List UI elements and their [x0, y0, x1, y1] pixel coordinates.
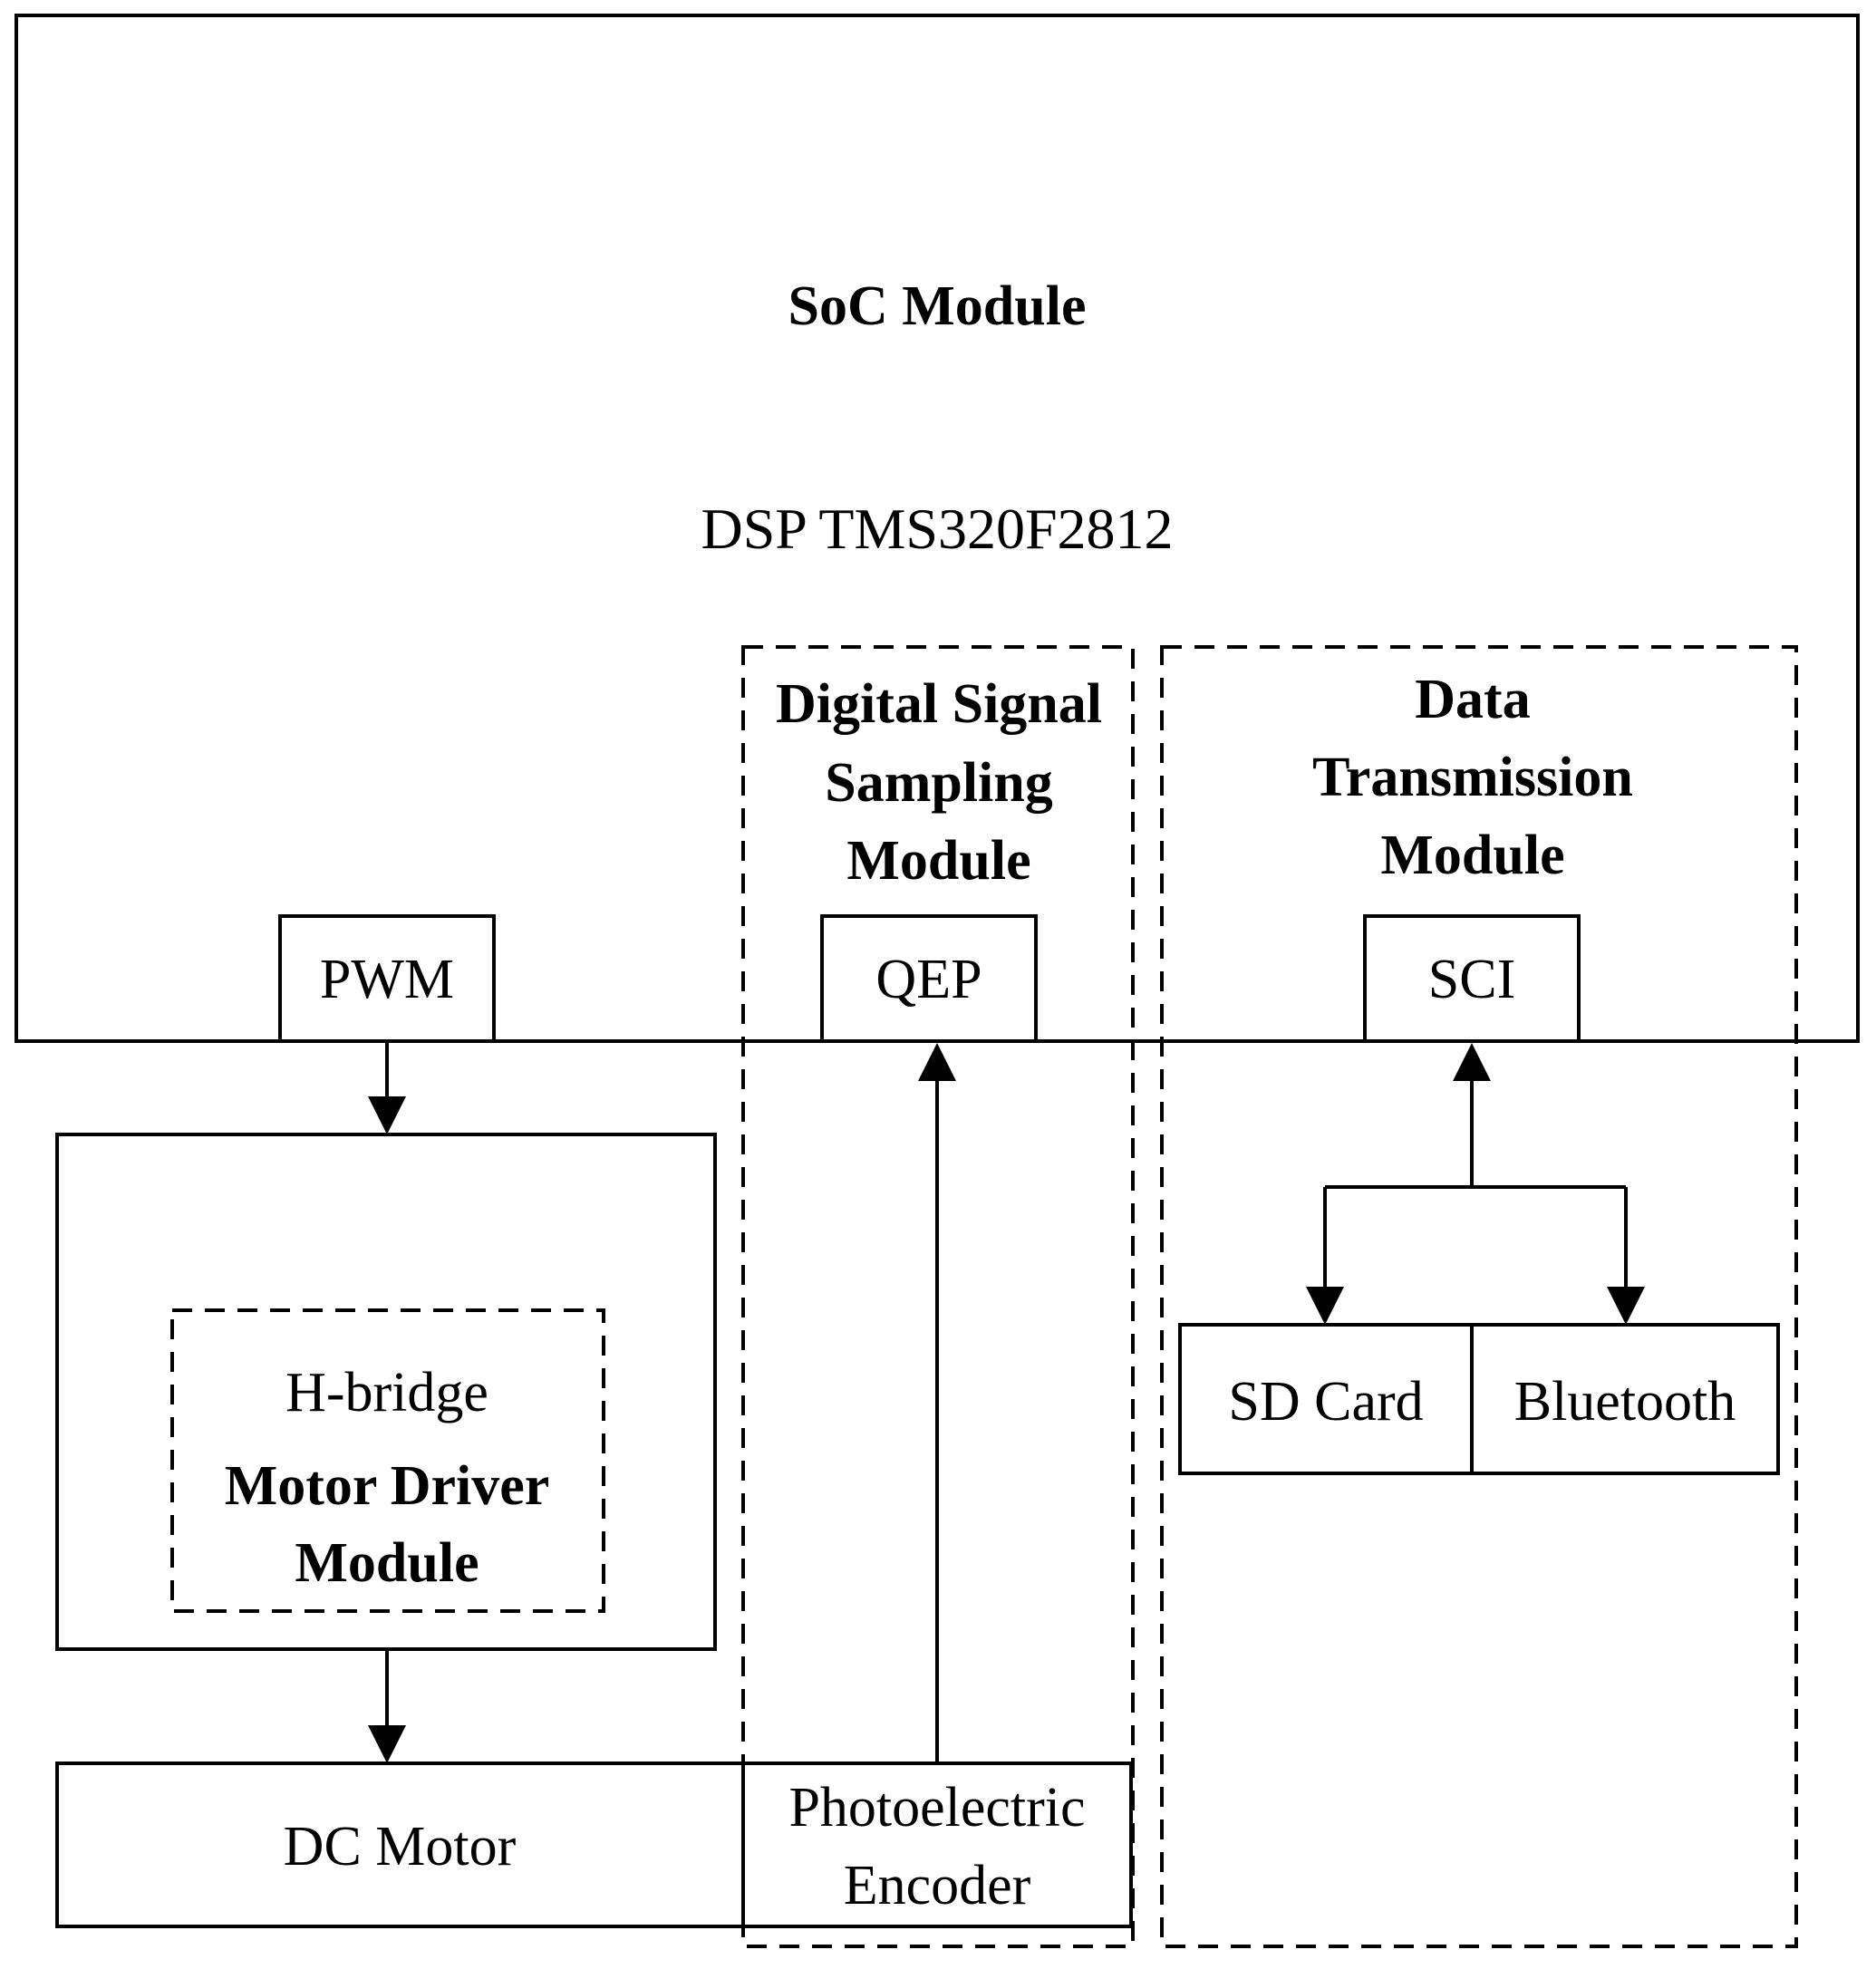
sci-label: SCI	[1428, 949, 1515, 1010]
sci-to-bluetooth-arrowhead	[1607, 1287, 1645, 1325]
transmission-module-box	[1160, 645, 1798, 1948]
qep-block	[820, 914, 1038, 1043]
encoder-to-qep-arrowhead	[918, 1043, 956, 1081]
dc-motor-label: DC Motor	[284, 1816, 517, 1877]
transmission-module-title-line1: Data	[1415, 669, 1530, 730]
hbridge-label: H-bridge	[285, 1362, 488, 1424]
pwm-to-driver-arrowhead	[368, 1096, 406, 1134]
sampling-module-title-line2: Sampling	[825, 752, 1053, 814]
transmission-module-title-line3: Module	[1380, 825, 1564, 886]
dc-motor-box	[55, 1761, 1133, 1928]
sampling-module-title-line3: Module	[846, 830, 1030, 892]
sdcard-label: SD Card	[1228, 1371, 1423, 1433]
sdcard-bluetooth-box	[1178, 1323, 1780, 1475]
sci-block	[1363, 914, 1581, 1043]
pwm-label: PWM	[320, 949, 454, 1010]
driver-to-motor-arrowhead	[368, 1725, 406, 1763]
bluetooth-label: Bluetooth	[1514, 1371, 1736, 1433]
sci-to-sdcard-arrowhead	[1306, 1287, 1344, 1325]
soc-module-title: SoC Module	[788, 275, 1087, 337]
hbridge-dashed-box	[170, 1308, 605, 1613]
qep-label: QEP	[875, 949, 982, 1010]
encoder-label-line2: Encoder	[844, 1855, 1031, 1916]
sci-bus-arrowhead-up	[1453, 1043, 1491, 1081]
dsp-chip-label: DSP TMS320F2812	[701, 497, 1173, 561]
sampling-module-title-line1: Digital Signal	[776, 673, 1102, 735]
transmission-module-title-line2: Transmission	[1312, 747, 1633, 808]
motor-driver-title-line2: Module	[295, 1532, 479, 1594]
encoder-label-line1: Photoelectric	[788, 1777, 1085, 1839]
motor-driver-title-line1: Motor Driver	[225, 1455, 550, 1517]
